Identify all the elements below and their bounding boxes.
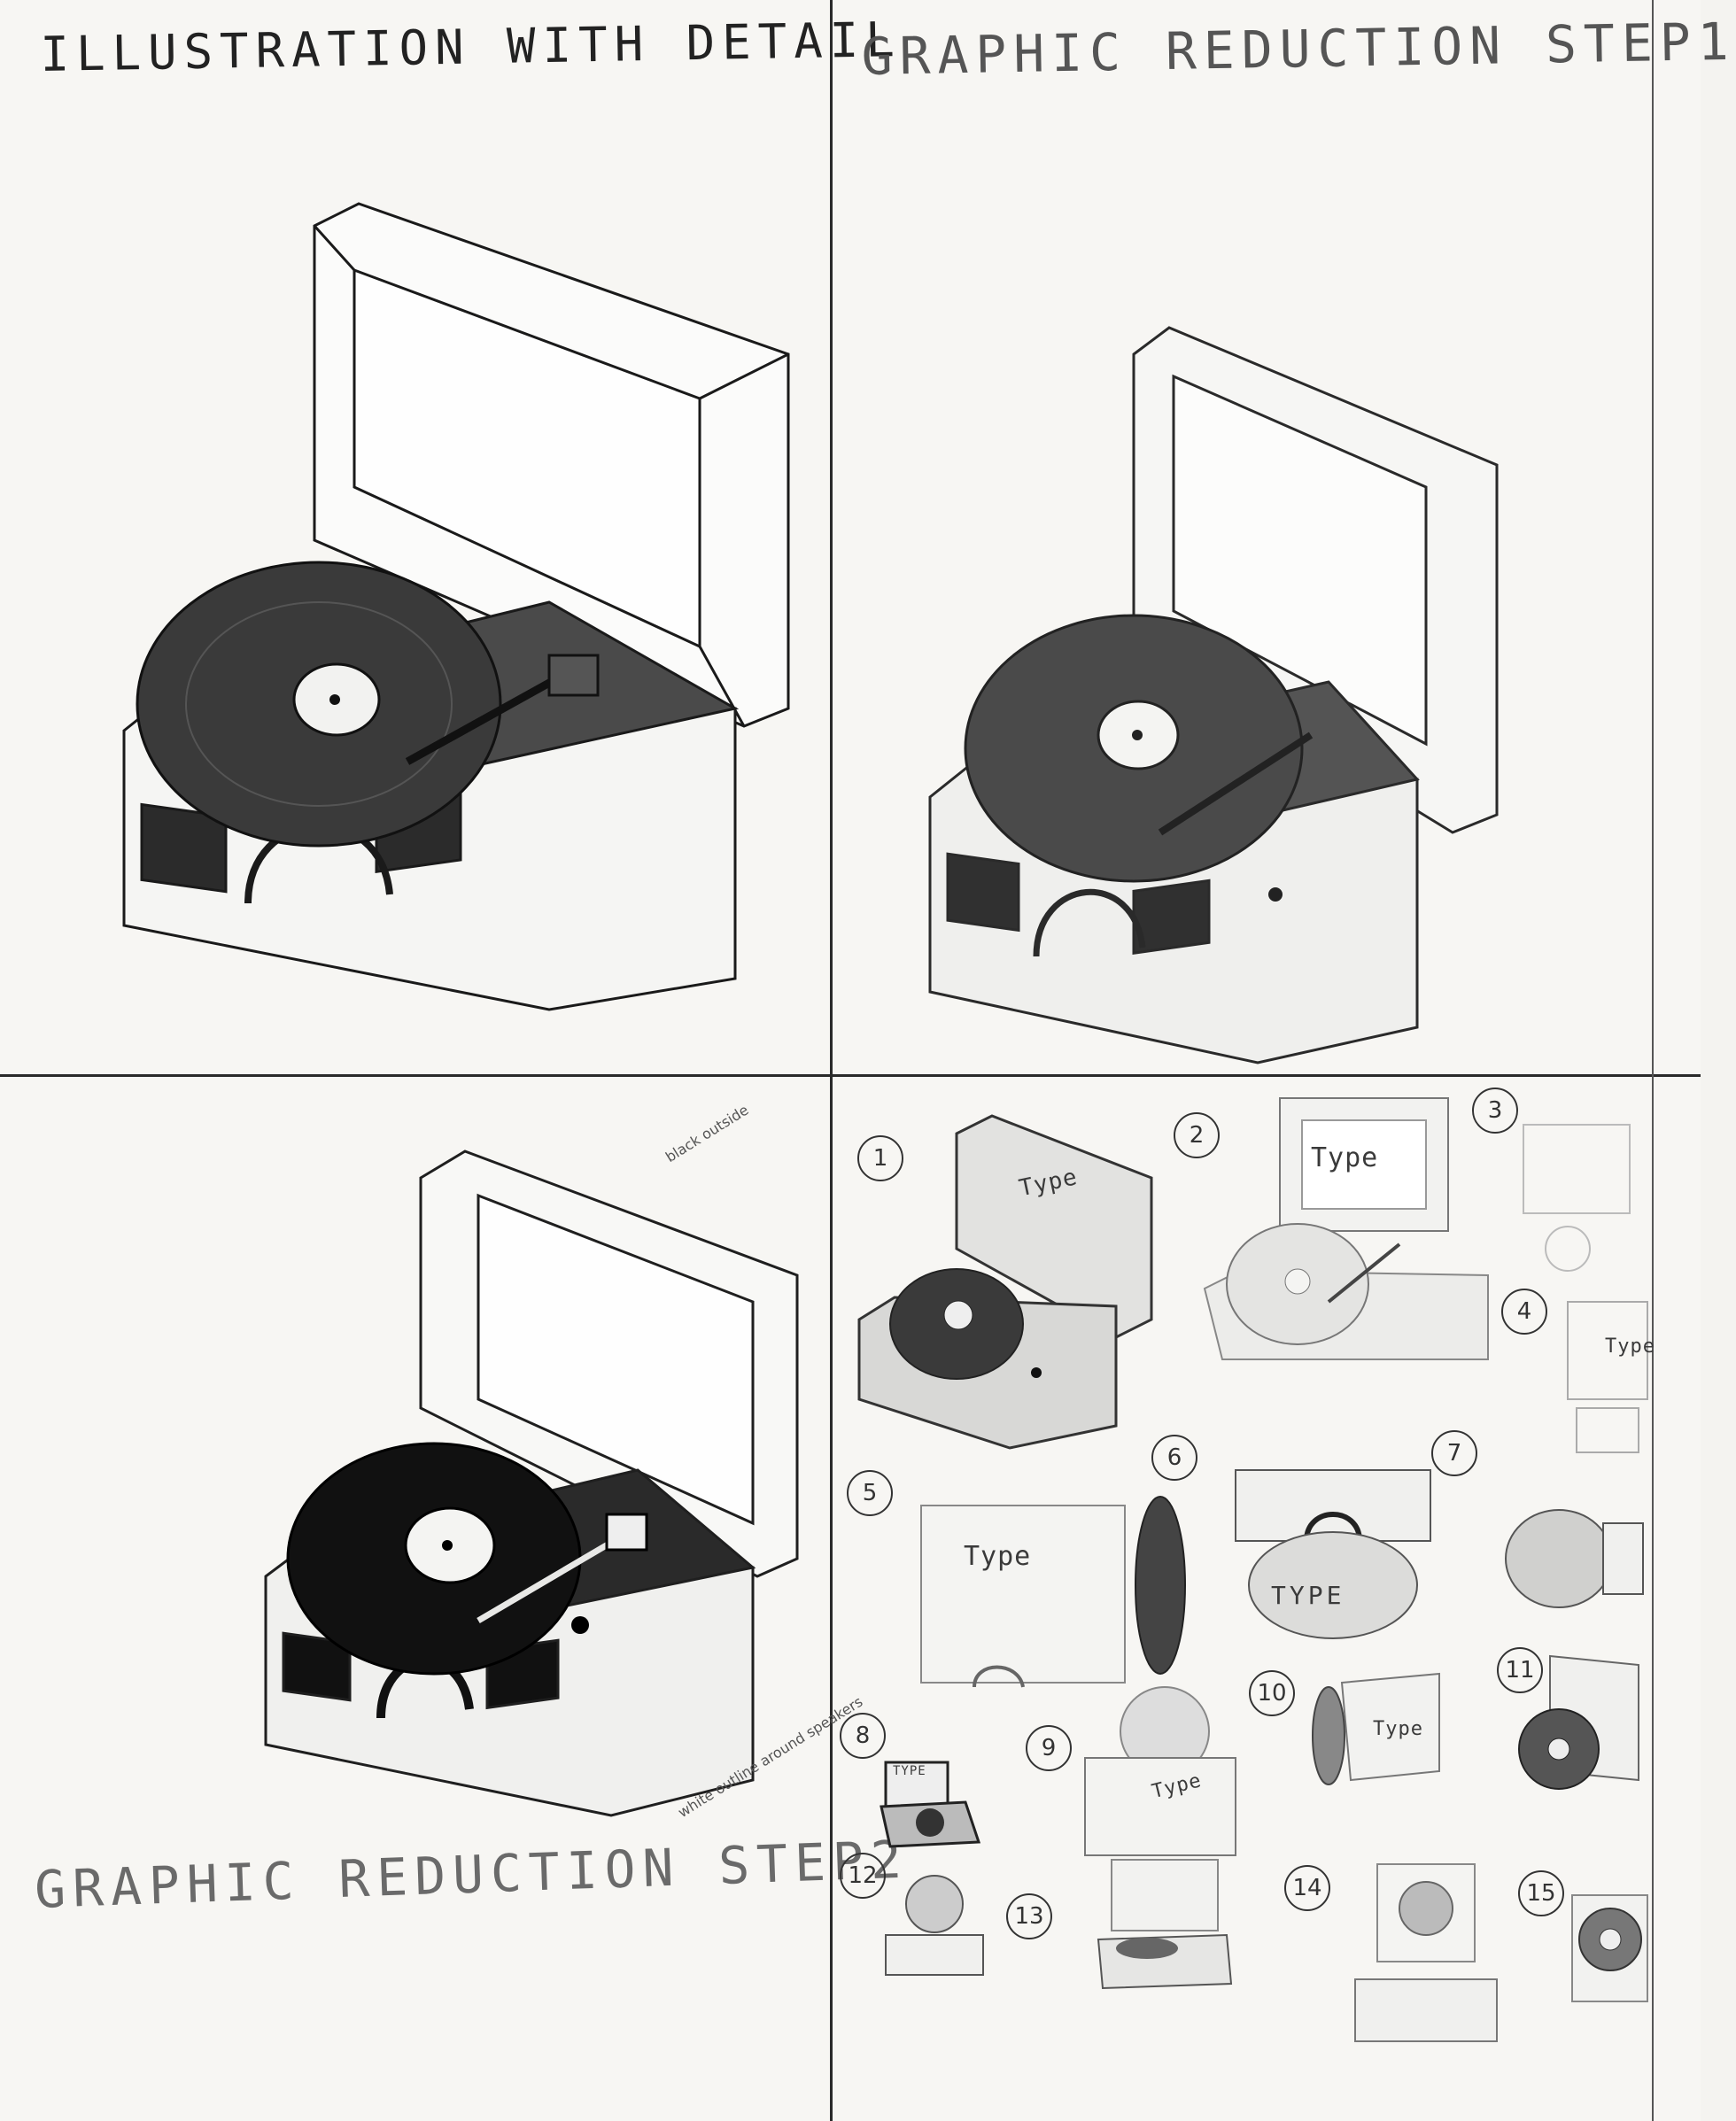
thumbnail-sketch-9 [1084, 1686, 1236, 1856]
thumbnail-sketch-6 [1235, 1469, 1431, 1639]
thumbnail-number-2: 2 [1174, 1112, 1220, 1158]
title-graphic-reduction-step1: GRAPHIC REDUCTION STEP1 [861, 11, 1736, 87]
horizontal-divider [0, 1074, 1701, 1077]
thumbnail-number-14: 14 [1284, 1865, 1330, 1911]
right-edge-line [1652, 0, 1654, 2121]
thumbnail-number-4: 4 [1501, 1289, 1547, 1335]
thumbnail-number-15: 15 [1518, 1870, 1564, 1916]
title-illustration-with-detail: ILLUSTRATION WITH DETAIL [40, 12, 903, 82]
record-player-reduction-step2-drawing [264, 1150, 799, 1817]
thumbnail-number-12: 12 [840, 1853, 886, 1899]
thumbnail-number-13: 13 [1006, 1893, 1052, 1939]
thumbnail-sketch-11 [1518, 1654, 1639, 1790]
thumbnail-6-type-label: TYPE [1271, 1581, 1345, 1610]
thumbnail-number-8: 8 [840, 1713, 886, 1759]
thumbnail-sketch-13 [1097, 1859, 1233, 1990]
thumbnail-sketch-14 [1354, 1863, 1498, 2042]
thumbnail-number-7: 7 [1431, 1430, 1477, 1476]
thumbnail-sketch-15 [1571, 1894, 1648, 2002]
thumbnail-10-type-label: Type [1373, 1718, 1423, 1740]
thumbnail-sketch-12 [885, 1875, 984, 1976]
thumbnail-sketch-10 [1312, 1672, 1440, 1785]
thumbnail-sketch-3 [1523, 1124, 1631, 1272]
record-player-detailed-drawing [122, 202, 790, 1011]
thumbnail-sketch-5 [920, 1496, 1186, 1688]
thumbnail-4-type-label: Type [1605, 1335, 1655, 1358]
title-graphic-reduction-step2: GRAPHIC REDUCTION STEP2 [34, 1829, 910, 1920]
thumbnail-sketch-4 [1567, 1301, 1648, 1453]
thumbnail-sketch-7 [1505, 1509, 1644, 1608]
thumbnail-sketch-2 [1203, 1097, 1489, 1360]
thumbnail-number-9: 9 [1026, 1725, 1072, 1771]
vertical-divider [830, 0, 833, 2121]
thumbnail-5-type-label: Type [964, 1541, 1032, 1572]
thumbnail-number-10: 10 [1249, 1670, 1295, 1716]
record-player-reduction-step1-drawing [928, 326, 1499, 1064]
thumbnail-2-type-label: Type [1311, 1142, 1379, 1173]
thumbnail-sketch-8 [880, 1761, 981, 1848]
thumbnail-sketch-1 [857, 1114, 1153, 1450]
thumbnail-number-1: 1 [857, 1135, 903, 1181]
thumbnail-number-6: 6 [1151, 1435, 1197, 1481]
thumbnail-number-3: 3 [1472, 1088, 1518, 1134]
thumbnail-8-type-label: TYPE [893, 1764, 926, 1778]
thumbnail-number-11: 11 [1497, 1647, 1543, 1693]
thumbnail-number-5: 5 [847, 1470, 893, 1516]
